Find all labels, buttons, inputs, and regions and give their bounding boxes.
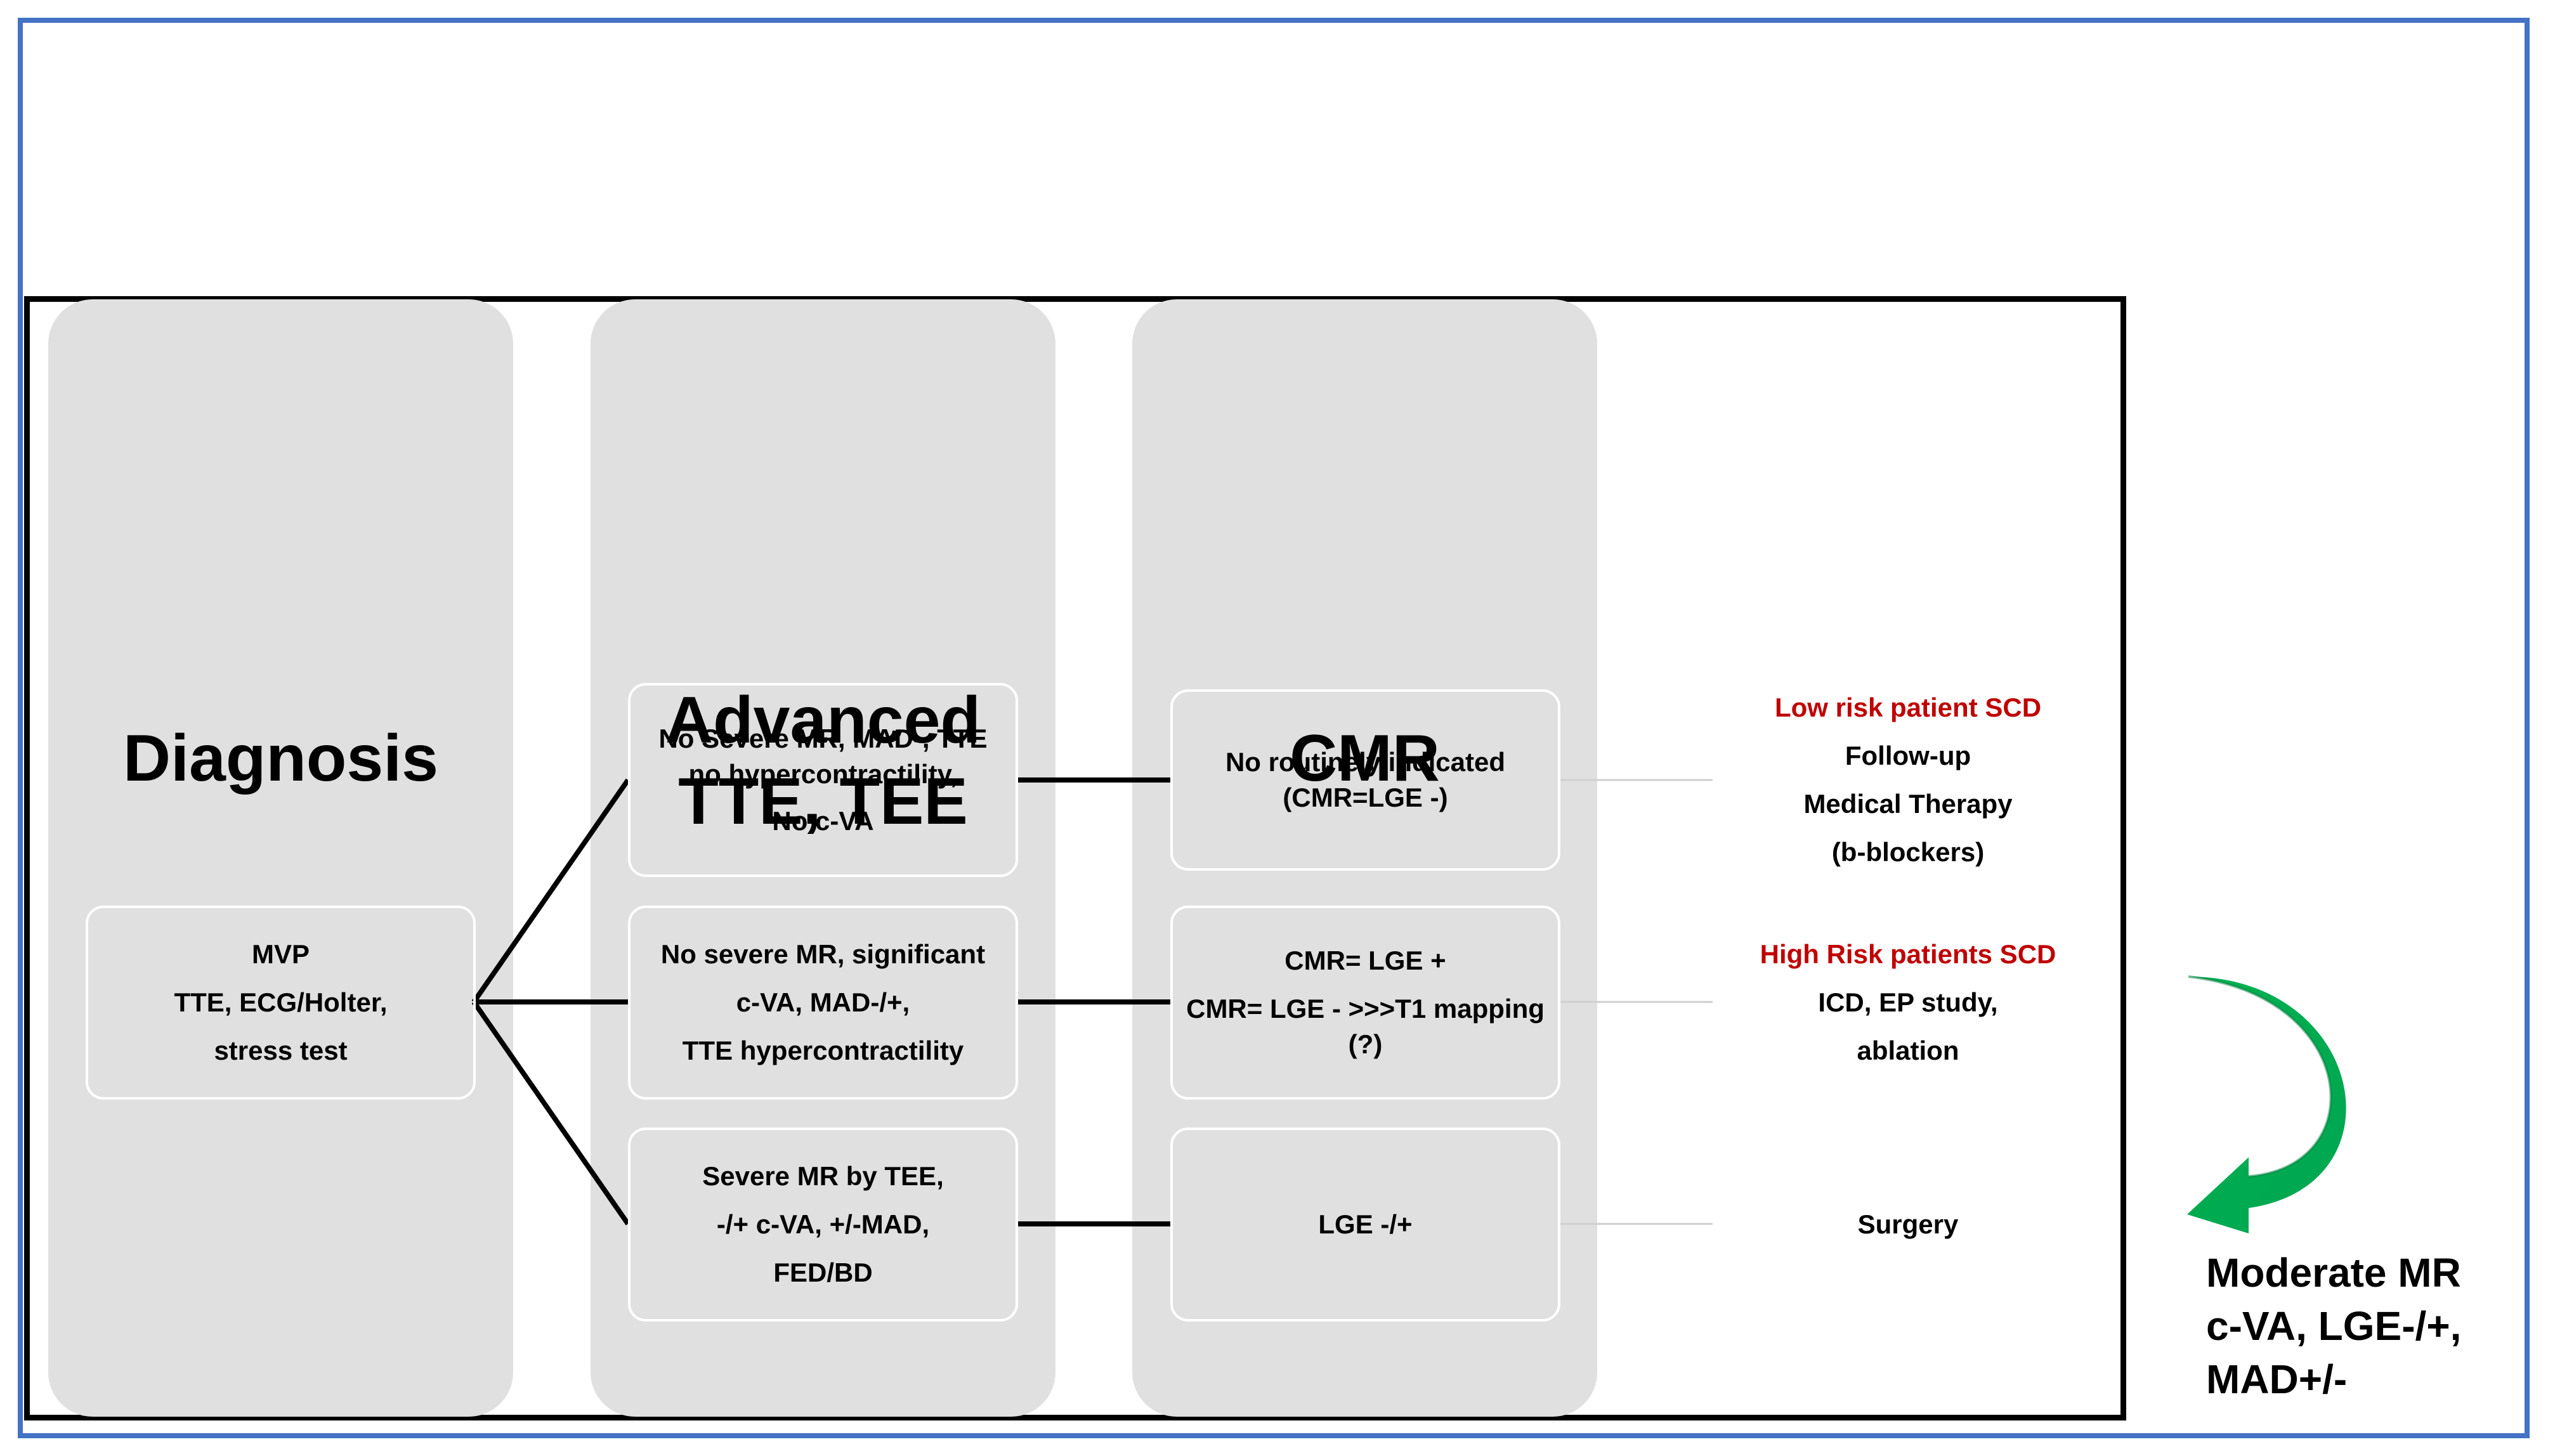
advanced-column: Advanced TTE, TEE xyxy=(591,299,1055,1417)
advanced-title: Advanced TTE, TEE xyxy=(591,680,1055,842)
advanced-box-2-line2: c-VA, MAD-/+, xyxy=(736,987,910,1017)
cmr-box-3: LGE -/+ xyxy=(1170,1128,1560,1322)
diagram-frame xyxy=(24,296,2126,1420)
cmr-column: CMR xyxy=(1132,299,1597,1417)
cmr-box-2-line1: CMR= LGE + xyxy=(1284,946,1446,975)
cmr-box-2-line3: (?) xyxy=(1348,1029,1383,1059)
outcome-low-risk: Low risk patient SCD Follow-up Medical T… xyxy=(1705,684,2111,876)
advanced-box-1-line2: no hypercontractility, xyxy=(688,759,958,789)
advanced-box-2-line1: No severe MR, significant xyxy=(660,939,986,969)
advanced-title-line2: TTE, TEE xyxy=(678,765,968,838)
high-risk-line1: ICD, EP study, xyxy=(1818,987,1998,1017)
curved-arrow-icon xyxy=(2187,977,2346,1233)
advanced-box-1-line3: No c-VA xyxy=(772,806,874,836)
surgery-label: Surgery xyxy=(1857,1209,1959,1239)
diagnosis-line3: stress test xyxy=(214,1036,348,1065)
moderate-line3: MAD+/- xyxy=(2206,1356,2348,1402)
diagnosis-column: Diagnosis xyxy=(48,299,513,1417)
connector-diag-adv3 xyxy=(471,1000,631,1226)
low-risk-line2: Medical Therapy xyxy=(1803,789,2013,819)
cmr-box-3-line1: LGE -/+ xyxy=(1318,1209,1413,1239)
connector-diag-adv1 xyxy=(471,778,631,1004)
advanced-box-3: Severe MR by TEE, -/+ c-VA, +/-MAD, FED/… xyxy=(628,1128,1018,1322)
diagnosis-box: MVP TTE, ECG/Holter, stress test xyxy=(86,906,476,1100)
low-risk-line3: (b-blockers) xyxy=(1831,837,1985,867)
diagnosis-line1: MVP xyxy=(251,939,310,969)
diagnosis-title: Diagnosis xyxy=(123,722,438,795)
cmr-box-1-line1: No routinely indicated xyxy=(1225,747,1506,777)
low-risk-label: Low risk patient SCD xyxy=(1774,692,2042,722)
low-risk-line1: Follow-up xyxy=(1845,741,1971,770)
cmr-box-2: CMR= LGE + CMR= LGE - >>>T1 mapping (?) xyxy=(1170,906,1560,1100)
moderate-line1: Moderate MR xyxy=(2206,1250,2461,1296)
advanced-box-2-line3: TTE hypercontractility xyxy=(682,1036,964,1065)
moderate-line2: c-VA, LGE-/+, xyxy=(2206,1303,2462,1349)
advanced-box-3-line2: -/+ c-VA, +/-MAD, xyxy=(716,1209,930,1239)
advanced-title-line1: Advanced xyxy=(665,684,981,757)
cmr-box-1: No routinely indicated (CMR=LGE -) xyxy=(1170,689,1560,871)
advanced-box-3-line1: Severe MR by TEE, xyxy=(702,1161,944,1191)
cmr-box-1-line2: (CMR=LGE -) xyxy=(1283,783,1448,812)
outer-frame xyxy=(18,18,2530,1438)
advanced-box-1: No Severe MR, MAD-, TTE no hypercontract… xyxy=(628,683,1018,877)
diagnosis-line2: TTE, ECG/Holter, xyxy=(174,987,388,1017)
moderate-mr-note: Moderate MR c-VA, LGE-/+, MAD+/- xyxy=(2206,1246,2536,1406)
outcome-surgery: Surgery xyxy=(1705,1200,2111,1249)
advanced-box-1-line1: No Severe MR, MAD-, TTE xyxy=(658,724,988,753)
advanced-box-3-line3: FED/BD xyxy=(773,1258,873,1287)
high-risk-label: High Risk patients SCD xyxy=(1760,939,2056,969)
cmr-box-2-line2: CMR= LGE - >>>T1 mapping xyxy=(1186,994,1545,1024)
advanced-box-2: No severe MR, significant c-VA, MAD-/+, … xyxy=(628,906,1018,1100)
high-risk-line2: ablation xyxy=(1857,1036,1959,1065)
outcome-high-risk: High Risk patients SCD ICD, EP study, ab… xyxy=(1705,930,2111,1075)
cmr-title: CMR xyxy=(1290,722,1440,795)
